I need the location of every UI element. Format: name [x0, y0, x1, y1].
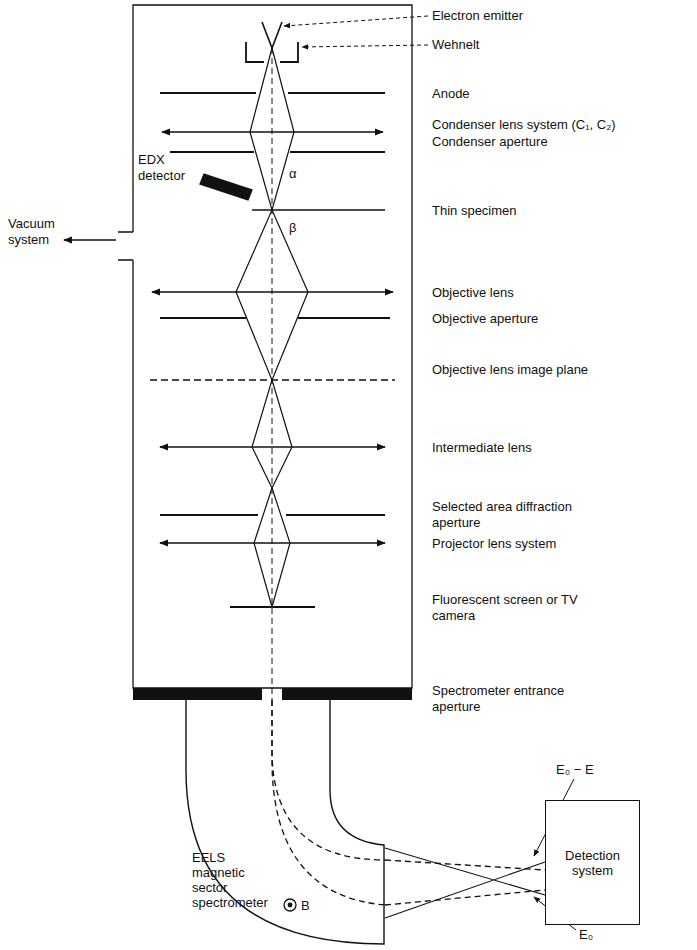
- electron-ray: [272, 48, 308, 607]
- beam-connector: [385, 860, 545, 870]
- node-text: Detection system: [552, 848, 633, 878]
- part-label: Objective aperture: [432, 311, 692, 327]
- part-label: Thin specimen: [432, 203, 692, 219]
- field-symbol: [284, 899, 296, 911]
- vacuum-port: [118, 232, 133, 260]
- part-label: Objective lens image plane: [432, 362, 592, 378]
- leader-line: [302, 45, 428, 47]
- condenser-lens: [162, 131, 383, 132]
- electron-emitter: [262, 22, 282, 48]
- field-symbol: [288, 903, 292, 907]
- objective-lens: [152, 291, 393, 292]
- part-label: Electron emitter: [432, 8, 692, 24]
- part-label: Condenser aperture: [432, 134, 692, 150]
- leader-line: [284, 16, 428, 26]
- part-label: Anode: [432, 86, 692, 102]
- column-wall: [133, 5, 412, 688]
- spectrometer-sector: EELS magnetic sector spectrometer: [185, 700, 385, 945]
- part-label: Projector lens system: [432, 536, 692, 552]
- condenser-aperture: [170, 151, 385, 153]
- sad-aperture: [160, 514, 385, 516]
- part-label: Selected area diffraction aperture: [432, 499, 622, 531]
- projector-lens: [160, 542, 385, 543]
- part-label: Objective lens: [432, 285, 692, 301]
- part-label: α: [289, 166, 309, 182]
- beam-e0-minus-e: [272, 700, 385, 860]
- beam-e0: [272, 700, 385, 905]
- intermediate-lens: [160, 446, 385, 447]
- part-label: Condenser lens system (C₁, C₂): [432, 117, 692, 133]
- node-text: EELS magnetic sector spectrometer: [192, 850, 266, 910]
- beam-connector: [385, 890, 545, 905]
- objective-aperture: [160, 317, 390, 319]
- part-label: E₀ − E: [556, 762, 656, 778]
- part-label: β: [289, 220, 309, 236]
- part-label: Intermediate lens: [432, 440, 692, 456]
- anode: [160, 92, 385, 94]
- optical-axis: [272, 48, 273, 700]
- electron-ray: [236, 48, 272, 607]
- vacuum-arrow: [64, 239, 116, 240]
- focus-ray: [385, 848, 545, 918]
- entrance-aperture: [133, 688, 262, 700]
- part-label: EDX detector: [138, 152, 200, 184]
- part-label: Wehnelt: [432, 37, 692, 53]
- part-label: B: [301, 898, 321, 914]
- part-label: Spectrometer entrance aperture: [432, 683, 602, 715]
- part-label: E₀: [579, 927, 639, 943]
- detection-box: Detection system: [545, 800, 640, 925]
- part-label: Vacuum system: [8, 216, 80, 248]
- edx-detector: [200, 174, 252, 200]
- entrance-aperture: [282, 688, 412, 700]
- wehnelt: [246, 42, 298, 62]
- part-label: Fluorescent screen or TV camera: [432, 592, 582, 624]
